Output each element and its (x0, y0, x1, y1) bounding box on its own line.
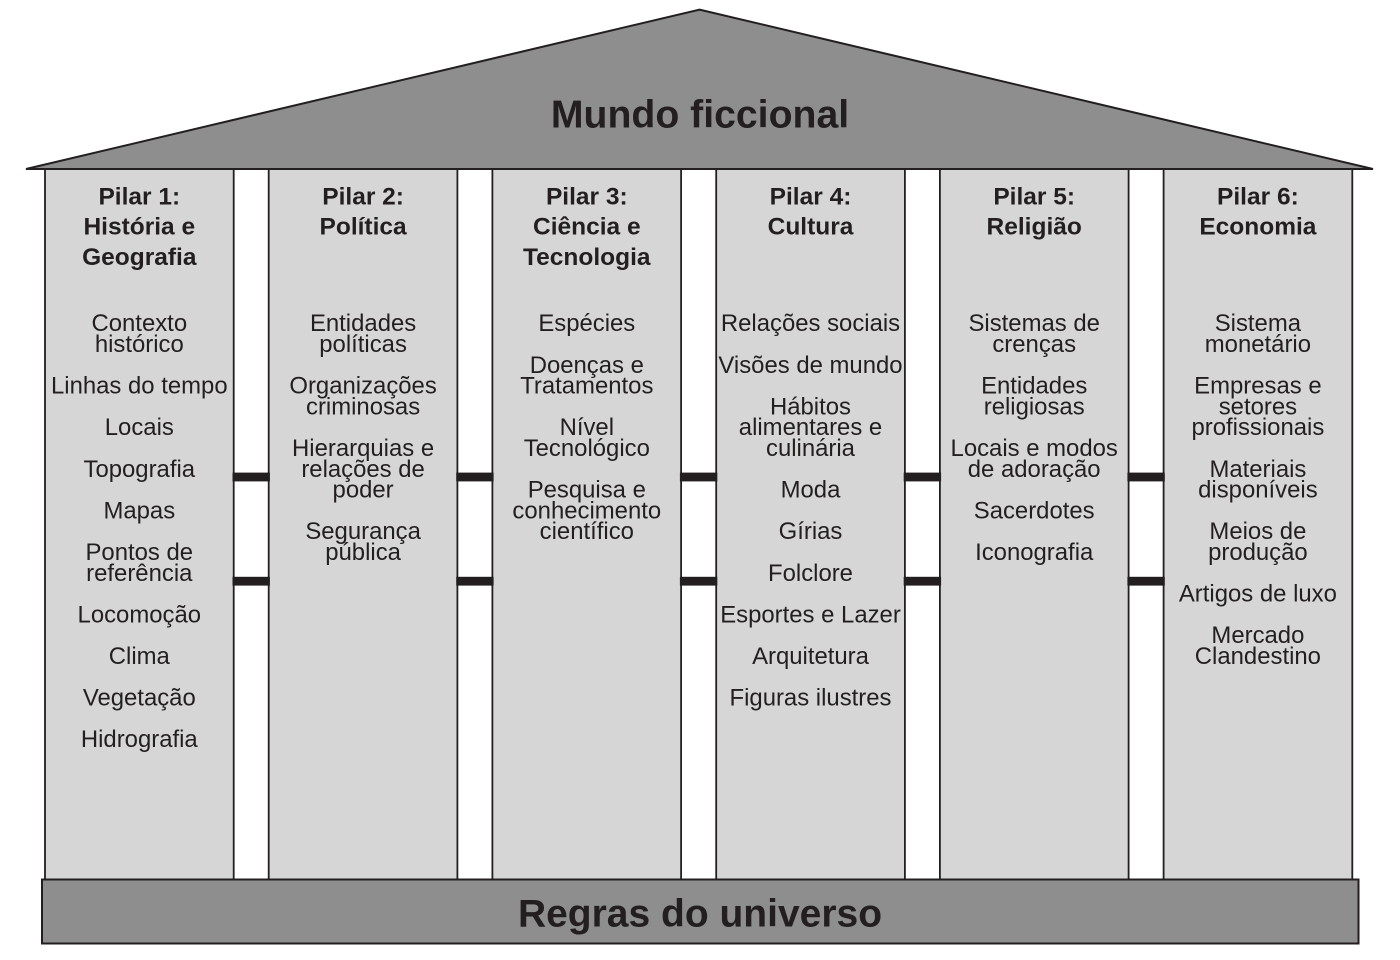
svg-text:científico: científico (540, 518, 634, 545)
svg-text:Organizações: Organizações (289, 373, 436, 400)
svg-text:Política: Política (320, 214, 408, 241)
svg-text:Pilar 1:: Pilar 1: (98, 183, 180, 210)
svg-text:Meios de: Meios de (1209, 518, 1306, 545)
svg-text:Hábitos: Hábitos (770, 393, 851, 420)
svg-text:referência: referência (86, 560, 193, 587)
svg-text:História e: História e (83, 214, 195, 241)
svg-text:Pilar 6:: Pilar 6: (1217, 183, 1299, 210)
svg-text:Locais: Locais (105, 414, 174, 441)
svg-text:Materiais: Materiais (1209, 456, 1306, 483)
svg-text:Visões de mundo: Visões de mundo (718, 352, 902, 379)
svg-text:pública: pública (325, 539, 401, 566)
svg-text:Tratamentos: Tratamentos (520, 373, 653, 400)
svg-text:Mercado: Mercado (1211, 622, 1304, 649)
svg-text:relações de: relações de (301, 456, 425, 483)
svg-text:Contexto: Contexto (91, 310, 187, 337)
svg-text:Folclore: Folclore (768, 560, 853, 587)
svg-text:Doenças e: Doenças e (530, 352, 644, 379)
svg-text:Pesquisa e: Pesquisa e (528, 477, 646, 504)
svg-text:crenças: crenças (992, 331, 1076, 358)
svg-text:produção: produção (1208, 539, 1308, 566)
svg-text:Moda: Moda (781, 477, 841, 504)
svg-text:Segurança: Segurança (305, 518, 421, 545)
svg-text:Tecnológico: Tecnológico (524, 435, 650, 462)
svg-text:Sistemas de: Sistemas de (968, 310, 1099, 337)
svg-text:Mapas: Mapas (103, 497, 175, 524)
svg-text:Locomoção: Locomoção (78, 601, 202, 628)
svg-text:Mundo ficcional: Mundo ficcional (551, 93, 849, 136)
svg-text:Sistema: Sistema (1215, 310, 1302, 337)
svg-text:Iconografia: Iconografia (975, 539, 1094, 566)
svg-text:Pilar 4:: Pilar 4: (770, 183, 852, 210)
svg-text:Clima: Clima (109, 643, 171, 670)
svg-text:Hidrografia: Hidrografia (81, 726, 199, 753)
svg-text:monetário: monetário (1205, 331, 1311, 358)
svg-text:políticas: políticas (319, 331, 407, 358)
svg-text:Clandestino: Clandestino (1195, 643, 1321, 670)
svg-text:Relações sociais: Relações sociais (721, 310, 900, 337)
svg-text:Pontos de: Pontos de (86, 539, 194, 566)
svg-text:Cultura: Cultura (768, 214, 854, 241)
svg-text:religiosas: religiosas (984, 393, 1085, 420)
svg-text:culinária: culinária (766, 435, 856, 462)
svg-text:Entidades: Entidades (981, 373, 1087, 400)
svg-text:Vegetação: Vegetação (83, 685, 196, 712)
svg-text:Esportes e Lazer: Esportes e Lazer (720, 601, 901, 628)
svg-text:setores: setores (1219, 393, 1297, 420)
svg-text:poder: poder (333, 477, 394, 504)
svg-text:Espécies: Espécies (538, 310, 635, 337)
svg-text:Religião: Religião (987, 214, 1082, 241)
svg-text:Nível: Nível (560, 414, 614, 441)
svg-text:Hierarquias e: Hierarquias e (292, 435, 434, 462)
svg-text:Pilar 3:: Pilar 3: (546, 183, 628, 210)
svg-text:conhecimento: conhecimento (512, 497, 661, 524)
svg-text:profissionais: profissionais (1192, 414, 1325, 441)
svg-text:Artigos de luxo: Artigos de luxo (1179, 581, 1337, 608)
svg-text:Sacerdotes: Sacerdotes (974, 497, 1095, 524)
svg-text:Pilar 5:: Pilar 5: (993, 183, 1075, 210)
svg-text:Economia: Economia (1199, 214, 1316, 241)
svg-text:Locais e modos: Locais e modos (951, 435, 1118, 462)
svg-text:Entidades: Entidades (310, 310, 416, 337)
svg-text:criminosas: criminosas (306, 393, 420, 420)
svg-text:alimentares e: alimentares e (739, 414, 882, 441)
svg-text:disponíveis: disponíveis (1198, 477, 1318, 504)
svg-text:histórico: histórico (95, 331, 184, 358)
svg-text:Pilar 2:: Pilar 2: (322, 183, 404, 210)
svg-text:Linhas do tempo: Linhas do tempo (51, 373, 228, 400)
svg-text:Gírias: Gírias (779, 518, 843, 545)
svg-text:Regras do universo: Regras do universo (518, 893, 882, 936)
svg-text:Figuras ilustres: Figuras ilustres (730, 685, 892, 712)
svg-text:de adoração: de adoração (968, 456, 1101, 483)
svg-text:Empresas e: Empresas e (1194, 373, 1321, 400)
svg-text:Arquitetura: Arquitetura (752, 643, 870, 670)
svg-text:Topografia: Topografia (84, 456, 196, 483)
svg-text:Ciência e: Ciência e (533, 214, 641, 241)
svg-text:Geografia: Geografia (82, 244, 197, 271)
svg-text:Tecnologia: Tecnologia (523, 244, 651, 271)
